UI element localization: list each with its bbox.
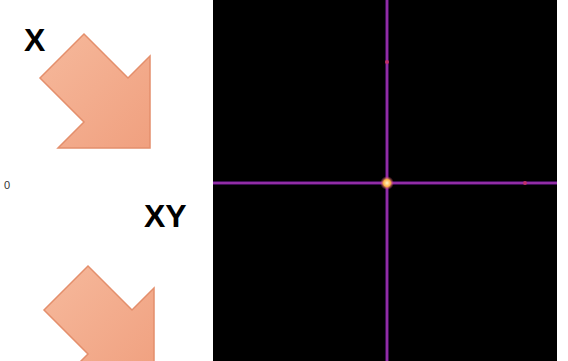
tick-label: 0 [4, 180, 10, 191]
block-arrow [40, 34, 150, 148]
spectrum-peak [523, 181, 527, 185]
axis-label: XY [144, 200, 187, 232]
spectrum-peak [385, 60, 389, 64]
block-arrow [44, 266, 154, 361]
axis-label: X [24, 24, 45, 56]
spectrum-image [213, 0, 557, 361]
spectrum-peak [380, 176, 394, 190]
